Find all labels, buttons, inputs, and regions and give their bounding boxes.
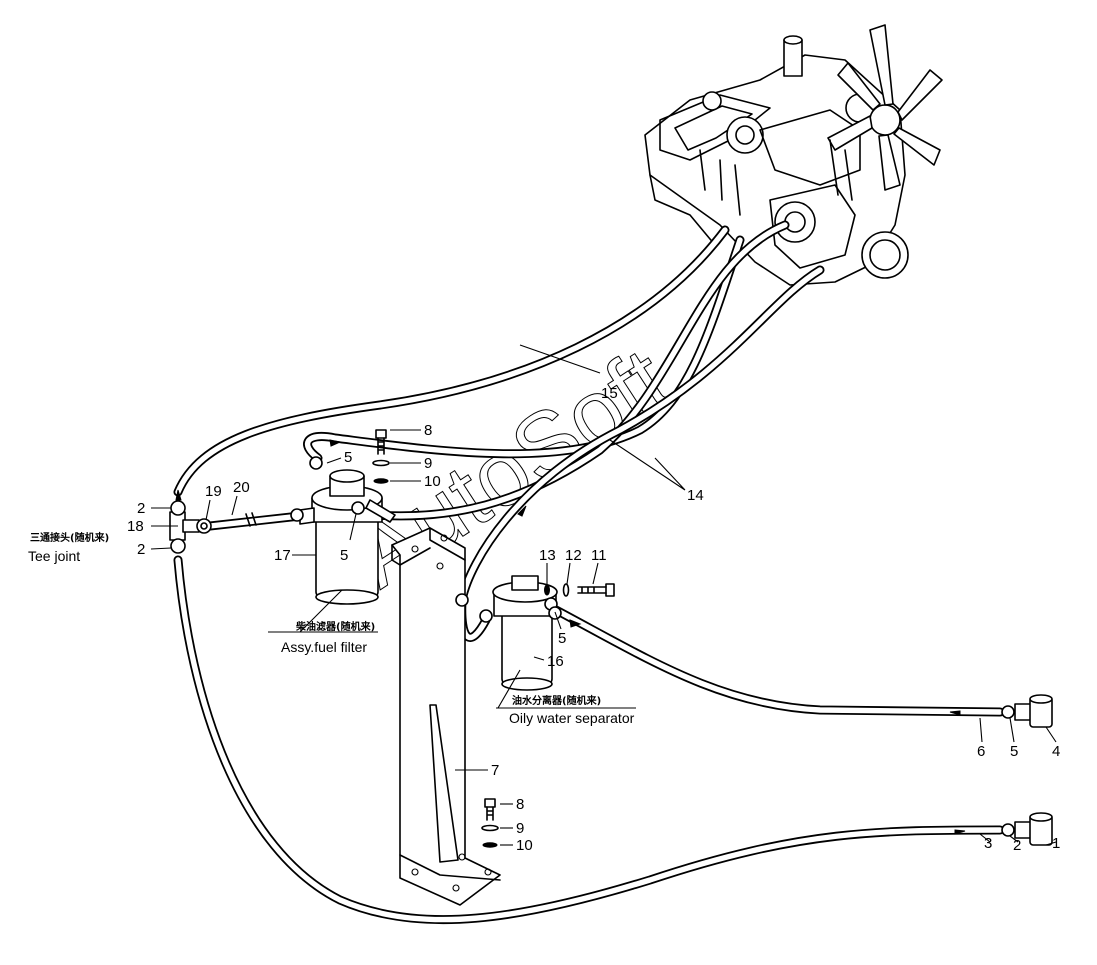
- callout-9: 9: [516, 820, 524, 837]
- callout-5: 5: [344, 449, 352, 466]
- callout-11: 11: [591, 547, 607, 564]
- bracket: [391, 527, 501, 906]
- callout-8: 8: [516, 796, 524, 813]
- callout-15: 15: [601, 385, 618, 402]
- bolt-stack-separator: [544, 583, 615, 597]
- oily-water-separator: [455, 575, 562, 691]
- callout-5: 5: [558, 630, 566, 647]
- callout-17: 17: [274, 547, 291, 564]
- callout-18: 18: [127, 518, 144, 535]
- callout-5: 5: [1010, 743, 1018, 760]
- leader-lines: [150, 344, 1057, 846]
- callout-10: 10: [516, 837, 533, 854]
- callout-3: 3: [984, 835, 992, 852]
- callout-13: 13: [539, 547, 556, 564]
- tee-joint-1: [1001, 812, 1053, 846]
- hose-6: [551, 605, 1005, 717]
- tee-joint: [169, 500, 212, 554]
- callout-2: 2: [137, 541, 145, 558]
- callout-9: 9: [424, 455, 432, 472]
- engine-fan: [827, 24, 943, 191]
- bolt-stack-filter: [372, 429, 390, 484]
- tee-joint-label-cn: 三通接头(随机来): [30, 531, 109, 544]
- part-labels: 三通接头(随机来) Tee joint 柴油滤器(随机来) Assy.fuel …: [28, 531, 635, 726]
- hose-14-lower: [370, 220, 790, 521]
- flow-arrows: [175, 439, 966, 835]
- callout-2: 2: [1013, 837, 1021, 854]
- callout-16: 16: [547, 653, 564, 670]
- callout-8: 8: [424, 422, 432, 439]
- callout-7: 7: [491, 762, 499, 779]
- fuel-filter: [290, 456, 396, 605]
- callout-1: 1: [1052, 835, 1060, 852]
- tee-joint-label: Tee joint: [28, 548, 80, 564]
- bolt-stack-bracket: [481, 798, 499, 848]
- hose-14-upper: [303, 235, 745, 463]
- callout-20: 20: [233, 479, 250, 496]
- hose-15: [173, 225, 730, 497]
- tee-joint-4: [1001, 694, 1053, 728]
- hose-tee-to-filter: [205, 511, 305, 531]
- callout-2: 2: [137, 500, 145, 517]
- engine: [644, 24, 943, 286]
- callout-5: 5: [340, 547, 348, 564]
- callout-6: 6: [977, 743, 985, 760]
- hose-separator-out: [457, 265, 825, 605]
- fuel-filter-label-cn: 柴油滤器(随机来): [295, 620, 375, 633]
- separator-label-cn: 油水分离器(随机来): [512, 694, 601, 707]
- callout-10: 10: [424, 473, 441, 490]
- callouts: 2 18 2 19 20 17 5 5 8 9 10 15 14 13 12 1…: [127, 385, 1060, 854]
- callout-12: 12: [565, 547, 582, 564]
- callout-4: 4: [1052, 743, 1060, 760]
- hose-3: [173, 555, 1005, 925]
- callout-14: 14: [687, 487, 704, 504]
- callout-19: 19: [205, 483, 222, 500]
- separator-label: Oily water separator: [509, 710, 635, 726]
- fuel-filter-label: Assy.fuel filter: [281, 639, 367, 655]
